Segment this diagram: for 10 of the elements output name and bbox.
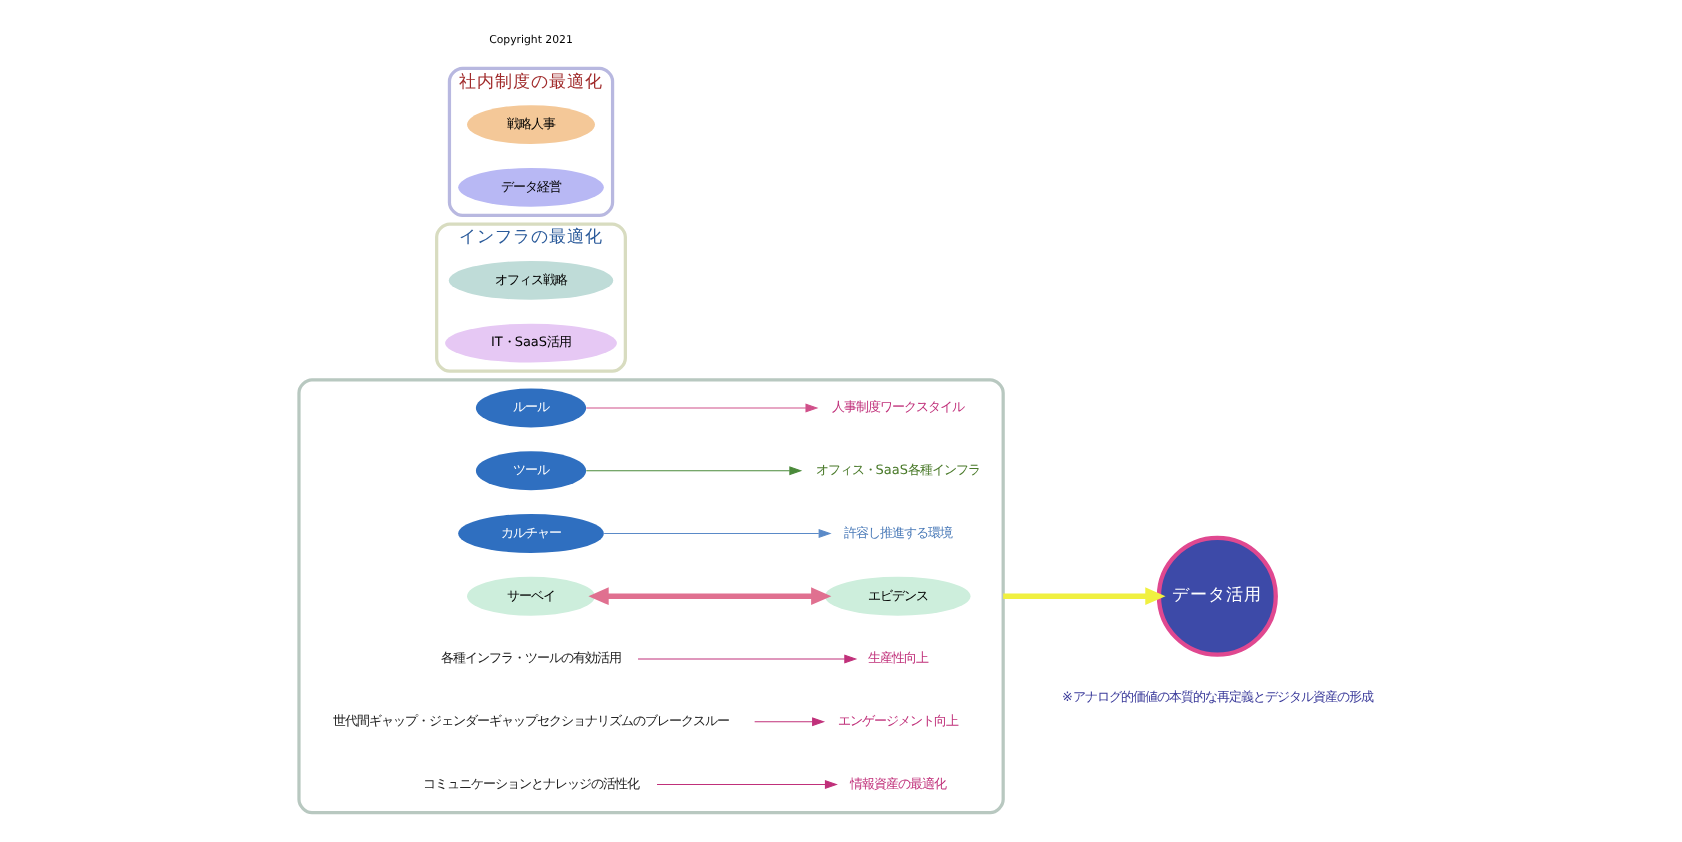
arrow	[587, 587, 831, 606]
arrow	[602, 528, 831, 539]
arrow	[636, 654, 857, 664]
node-circle: データ活用	[1155, 535, 1277, 657]
arrow	[655, 779, 837, 789]
arrow	[584, 403, 818, 413]
arrow	[753, 717, 825, 727]
arrow	[584, 466, 802, 476]
arrow	[1002, 587, 1165, 606]
cluster	[296, 378, 1004, 815]
